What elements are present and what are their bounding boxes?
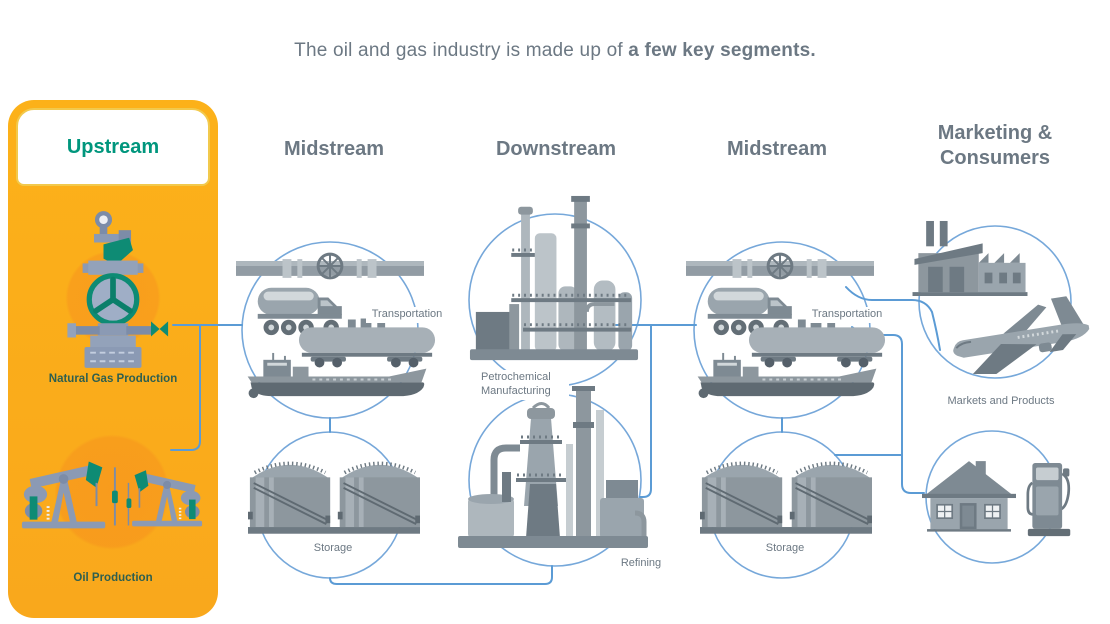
factory-icon [912,220,1028,296]
header-midstream-2: Midstream [726,138,828,160]
transportation-label-2: Transportation [806,307,888,323]
transportation-label-1: Transportation [366,307,448,323]
petrochemical-manufacturing-label: Petrochemical Manufacturing [478,370,569,400]
refining-label: Refining [608,556,674,572]
pipeline-icon [686,250,874,284]
title-bold: a few key segments. [628,40,816,61]
pipeline-icon [236,250,424,284]
house-icon [922,454,1016,532]
wellhead-icon [56,210,170,370]
page-title: The oil and gas industry is made up of a… [0,40,1110,62]
upstream-header-label: Upstream [66,135,160,158]
markets-and-products-label: Markets and Products [947,395,1055,407]
storage-tanks-icon [248,456,420,535]
petrochemical-plant-icon [468,195,640,364]
storage-label-2: Storage [752,541,818,557]
gas-pump-icon [1026,454,1073,537]
storage-tanks-icon [700,456,872,535]
header-downstream: Downstream [495,138,617,160]
header-marketing: Marketing & Consumers [937,122,1053,169]
airplane-icon [948,296,1094,374]
tanker-ship-icon [243,350,431,405]
tanker-ship-icon [693,350,881,405]
upstream-header-box: Upstream [16,108,210,186]
refinery-icon [458,386,648,554]
header-midstream-1: Midstream [283,138,385,160]
storage-label-1: Storage [300,541,366,557]
title-regular: The oil and gas industry is made up of [294,40,629,61]
pumpjacks-icon [20,440,204,547]
oil-production-label: Oil Production [73,572,153,584]
natural-gas-production-label: Natural Gas Production [48,373,178,385]
